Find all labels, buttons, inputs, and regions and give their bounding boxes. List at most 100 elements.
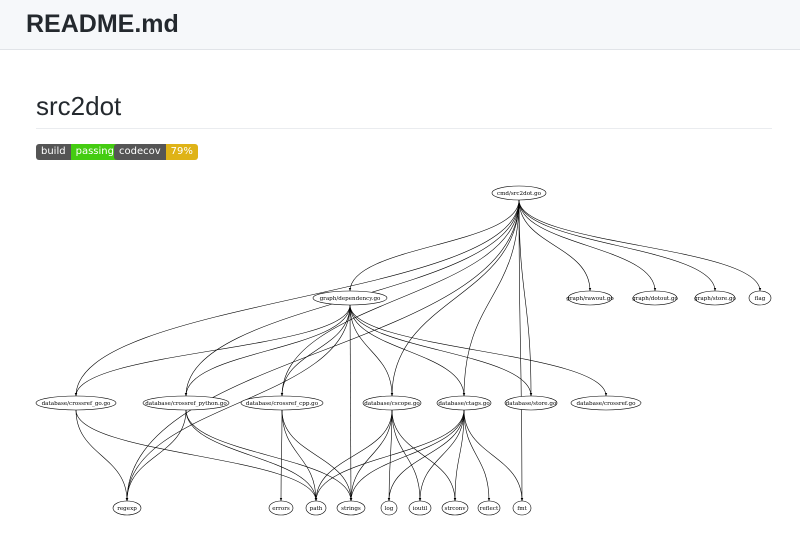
graph-edge-cmd-cscope — [390, 199, 520, 397]
graph-node-path: path — [305, 500, 327, 516]
graph-edge-cmd-crcpp — [280, 199, 520, 397]
graph-node-label: flag — [755, 296, 766, 302]
graph-node-shape — [336, 500, 366, 516]
graph-node-flag: flag — [748, 290, 772, 306]
graph-edge-cmd-store — [518, 199, 717, 292]
graph-edge-crcpp-path — [281, 409, 318, 502]
graph-node-shape — [504, 395, 558, 411]
graph-node-crossref: database/crossref.go — [570, 395, 642, 411]
graph-node-label: strings — [341, 506, 361, 512]
build-badge[interactable]: build passing — [36, 144, 119, 160]
graph-node-shape — [240, 395, 324, 411]
graph-edge-dep-dbstore — [349, 304, 533, 397]
graph-node-label: errors — [272, 506, 290, 512]
graph-node-errors: errors — [268, 500, 294, 516]
graph-edge-dep-cscope — [349, 304, 394, 397]
graph-node-store: graph/store.go — [694, 290, 737, 306]
graph-node-dbstore: database/store.go — [504, 395, 558, 411]
graph-edge-dep-crgo — [74, 304, 351, 397]
graph-edge-crpy-strings — [185, 409, 353, 502]
graph-node-shape — [268, 500, 294, 516]
graph-edge-crcpp-errors — [279, 409, 283, 502]
graph-edge-ctags-strconv — [453, 409, 465, 502]
graph-edge-crgo-regexp — [75, 409, 129, 502]
codecov-badge[interactable]: codecov 79% — [114, 144, 198, 160]
graph-node-crcpp: database/crossref_cpp.go — [240, 395, 324, 411]
graph-node-shape — [362, 395, 422, 411]
graph-node-shape — [570, 395, 642, 411]
file-header-bar: README.md — [0, 0, 800, 50]
graph-node-shape — [512, 500, 532, 516]
graph-node-shape — [632, 290, 678, 306]
graph-edge-crcpp-strings — [281, 409, 353, 502]
graph-node-label: graph/store.go — [694, 296, 736, 302]
graph-node-dotout: graph/dotout.go — [632, 290, 679, 306]
graph-node-label: database/cscope.go — [364, 401, 420, 407]
graph-node-cscope: database/cscope.go — [362, 395, 422, 411]
graph-node-label: regexp — [117, 506, 137, 512]
graph-node-regexp: regexp — [112, 500, 142, 516]
graph-node-shape — [477, 500, 501, 516]
graph-node-shape — [408, 500, 432, 516]
graph-edge-cmd-dep — [348, 199, 520, 292]
graph-edge-crpy-regexp — [125, 409, 187, 502]
graph-edge-cmd-crgo — [74, 199, 520, 397]
graph-node-label: database/crossref_go.go — [42, 401, 111, 407]
graph-node-label: graph/rawout.go — [566, 296, 614, 302]
graph-edge-ctags-log — [387, 409, 465, 502]
graph-node-label: ioutil — [413, 506, 428, 512]
graph-node-shape — [491, 185, 547, 201]
graph-edge-ctags-ioutil — [418, 409, 465, 502]
graph-edge-cmd-fmt — [518, 199, 524, 502]
graph-edge-dep-strings — [349, 304, 353, 502]
graph-node-label: log — [385, 506, 394, 512]
graph-edge-ctags-path — [314, 409, 465, 502]
build-badge-status: passing — [70, 144, 119, 160]
graph-node-shape — [436, 395, 492, 411]
graph-edge-dep-crpy — [184, 304, 351, 397]
graph-node-label: graph/dotout.go — [632, 296, 678, 302]
graph-edge-cmd-regexp — [125, 199, 520, 502]
graph-node-rawout: graph/rawout.go — [566, 290, 614, 306]
heading-divider — [36, 128, 772, 129]
graph-node-crgo: database/crossref_go.go — [35, 395, 117, 411]
graph-edge-crgo-path — [75, 409, 318, 502]
graph-edge-cmd-dotout — [518, 199, 657, 292]
graph-node-label: reflect — [480, 506, 499, 512]
graph-node-shape — [380, 500, 398, 516]
readme-heading: src2dot — [36, 91, 122, 121]
graph-edge-dep-crcpp — [280, 304, 351, 397]
graph-node-shape — [312, 290, 388, 306]
graph-edge-cscope-strconv — [391, 409, 457, 502]
graph-edge-ctags-reflect — [463, 409, 491, 502]
graph-edge-cscope-ioutil — [391, 409, 422, 502]
graph-node-label: path — [310, 506, 323, 512]
graph-edge-cscope-strings — [349, 409, 393, 502]
graph-node-label: database/crossref.go — [577, 401, 637, 407]
graph-node-label: strconv — [444, 506, 466, 512]
graph-edge-cscope-path — [314, 409, 393, 502]
graph-node-cmd: cmd/src2dot.go — [491, 185, 547, 201]
graph-edge-crpy-path — [185, 409, 318, 502]
graph-node-label: database/ctags.go — [438, 401, 490, 407]
graph-edge-cmd-ctags — [462, 199, 520, 397]
graph-node-crpy: database/crossref_python.go — [142, 395, 230, 411]
graph-node-log: log — [380, 500, 398, 516]
graph-node-shape — [567, 290, 613, 306]
graph-node-fmt: fmt — [512, 500, 532, 516]
graph-edge-dep-ctags — [349, 304, 466, 397]
build-badge-label: build — [36, 144, 71, 160]
file-name-title: README.md — [26, 10, 179, 38]
graph-node-label: graph/dependency.go — [320, 296, 381, 302]
graph-node-strings: strings — [336, 500, 366, 516]
graph-node-shape — [441, 500, 469, 516]
graph-node-shape — [305, 500, 327, 516]
graph-node-label: fmt — [517, 506, 527, 512]
graph-node-shape — [142, 395, 230, 411]
graph-edge-dep-regexp — [125, 304, 351, 502]
graph-node-ioutil: ioutil — [408, 500, 432, 516]
graph-node-label: database/crossref_cpp.go — [246, 401, 319, 407]
graph-node-shape — [694, 290, 736, 306]
graph-edge-cmd-flag — [518, 199, 762, 292]
